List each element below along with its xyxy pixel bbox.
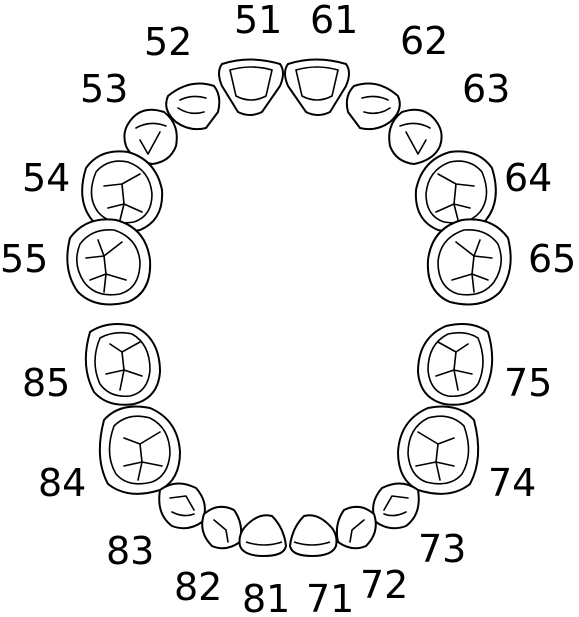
tooth-61[interactable]	[284, 58, 350, 116]
tooth-63[interactable]	[388, 108, 443, 166]
label-65: 65	[528, 237, 576, 281]
tooth-65[interactable]	[426, 218, 512, 306]
label-51: 51	[234, 0, 282, 42]
label-61: 61	[310, 0, 358, 42]
label-73: 73	[418, 527, 466, 571]
tooth-55[interactable]	[66, 218, 152, 306]
tooth-64[interactable]	[414, 150, 497, 233]
label-54: 54	[22, 156, 70, 200]
label-82: 82	[174, 565, 222, 609]
tooth-52[interactable]	[165, 82, 221, 131]
label-81: 81	[242, 577, 290, 617]
tooth-83[interactable]	[158, 482, 206, 530]
label-75: 75	[504, 361, 552, 405]
tooth-84[interactable]	[98, 405, 182, 495]
tooth-85[interactable]	[84, 323, 162, 406]
label-53: 53	[80, 67, 128, 111]
label-52: 52	[144, 20, 192, 64]
tooth-53[interactable]	[123, 108, 178, 166]
label-55: 55	[0, 237, 48, 281]
tooth-82[interactable]	[201, 505, 243, 550]
label-63: 63	[462, 67, 510, 111]
label-64: 64	[504, 156, 552, 200]
tooth-73[interactable]	[372, 482, 420, 530]
label-84: 84	[38, 461, 86, 505]
tooth-71[interactable]	[288, 514, 338, 558]
tooth-72[interactable]	[335, 505, 377, 550]
tooth-51[interactable]	[218, 58, 284, 116]
label-71: 71	[306, 577, 354, 617]
label-83: 83	[106, 529, 154, 573]
tooth-74[interactable]	[396, 405, 480, 495]
label-74: 74	[488, 461, 536, 505]
tooth-54[interactable]	[81, 150, 164, 233]
tooth-81[interactable]	[238, 514, 288, 558]
tooth-62[interactable]	[345, 82, 401, 131]
label-72: 72	[360, 563, 408, 607]
tooth-75[interactable]	[416, 323, 494, 406]
label-85: 85	[22, 361, 70, 405]
label-62: 62	[400, 19, 448, 63]
